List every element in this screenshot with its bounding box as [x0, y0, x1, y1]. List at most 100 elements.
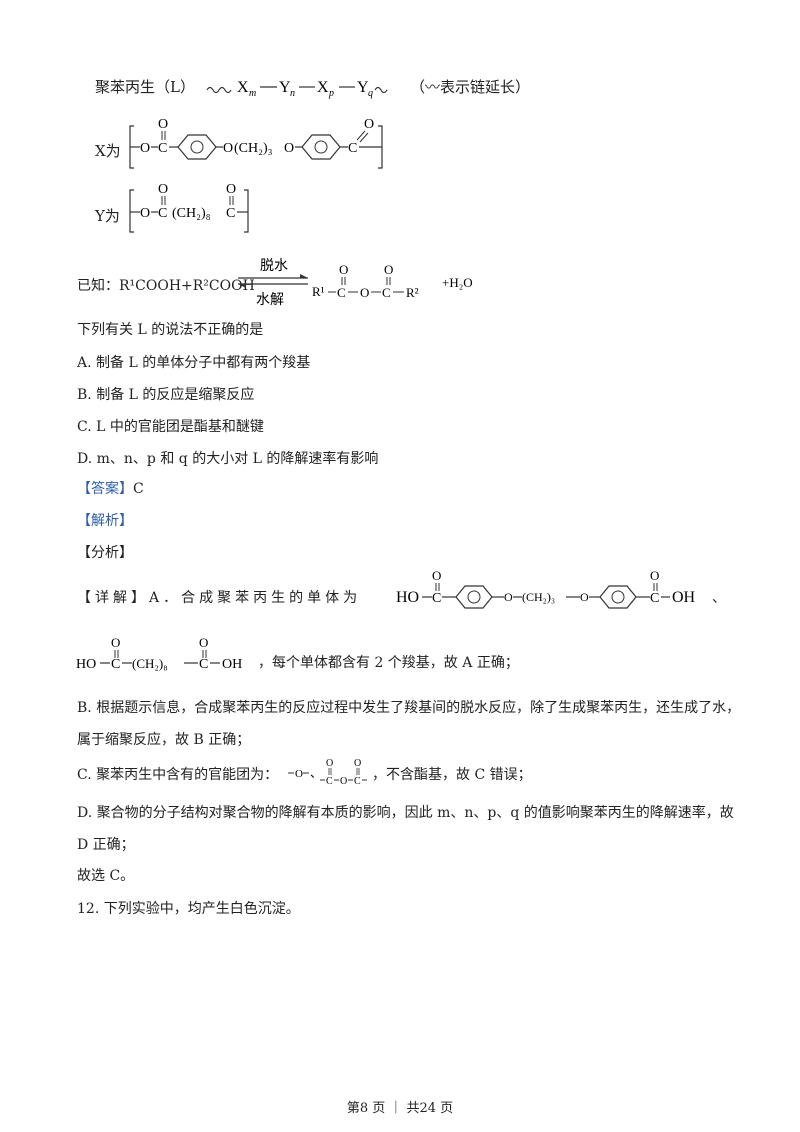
- benzene-ring: [177, 134, 217, 160]
- x-unit-2: X: [317, 79, 329, 96]
- c-atom-2: C: [348, 141, 357, 156]
- oh-group: OH: [672, 589, 696, 606]
- bracket-right: [378, 125, 383, 169]
- benzene-ring-2: [599, 585, 637, 609]
- detail-a-prefix: 【详解】A．合成聚苯丙生的单体为: [77, 590, 362, 606]
- x-label: X为: [95, 142, 121, 160]
- ho-group: HO: [396, 589, 419, 606]
- y-label: Y为: [95, 207, 120, 225]
- c-atom: C: [158, 206, 167, 221]
- known-prefix: 已知：: [77, 278, 119, 294]
- y-unit-2: Y: [357, 79, 369, 96]
- o-carbonyl: O: [432, 570, 441, 583]
- bracket-right: [244, 189, 249, 233]
- option-d: D. m、n、p 和 q 的大小对 L 的降解速率有影响: [77, 451, 379, 467]
- option-c: C. L 中的官能团是酯基和醚键: [77, 419, 264, 435]
- benzene-ring-2: [301, 134, 341, 160]
- reaction-scheme: 脱水 水解 R¹ C O O C O R² +H₂O: [238, 258, 473, 308]
- monomer-1-structure: HO C O O (CH₂)₃ O C O OH: [396, 570, 696, 609]
- sub-p: p: [328, 88, 334, 99]
- detail-a-tail: 、: [712, 590, 726, 606]
- backward-condition: 水解: [256, 292, 284, 308]
- water: +H₂O: [442, 275, 473, 290]
- fenxi-tag: 【分析】: [77, 545, 133, 561]
- detail-d-line2: D 正确；: [77, 837, 135, 853]
- o-carbonyl: O: [158, 117, 168, 132]
- r2-group: R²: [406, 285, 419, 300]
- o-carbonyl-2: O: [650, 570, 659, 583]
- c-atom-2: C: [382, 285, 391, 300]
- o-carbonyl-2: O: [354, 758, 361, 769]
- o-carbonyl: O: [326, 758, 333, 769]
- polymer-header: 聚苯丙生（L）: [95, 76, 195, 97]
- ch2-3-group: (CH₂)₃: [522, 590, 555, 604]
- known-line: 已知：R¹COOH+R²COOH: [77, 276, 255, 296]
- o-atom: O: [140, 141, 150, 156]
- detail-a-line2: ，每个单体都含有 2 个羧基，故 A 正确；: [258, 655, 519, 671]
- ch2-8-group: (CH₂)₈: [172, 206, 211, 221]
- monomer-2-structure: HO C O (CH₂)₈ C O OH: [76, 636, 242, 672]
- polymer-chain-formula: X m Y n X p Y q: [206, 79, 388, 99]
- ether-o: O: [504, 590, 513, 604]
- benzene-ring: [455, 585, 493, 609]
- wavy-bond-left: [206, 86, 232, 94]
- detail-c-prefix: C. 聚苯丙生中含有的官能团为：: [77, 767, 279, 783]
- answer-tag: 【答案】: [77, 481, 133, 497]
- oh-group: OH: [222, 657, 242, 672]
- ch2-8-group: (CH₂)₈: [132, 656, 168, 671]
- sub-m: m: [249, 88, 256, 99]
- r1-group: R¹: [312, 284, 325, 299]
- chain-note: （〰表示链延长）: [410, 78, 531, 96]
- y-structure: O C O (CH₂)₈ C O: [129, 182, 249, 233]
- page-footer: 第8 页 ｜ 共24 页: [346, 1101, 454, 1116]
- conclusion: 故选 C。: [77, 868, 135, 884]
- svg-text:、: 、: [310, 766, 322, 780]
- sub-q: q: [368, 88, 373, 99]
- sub-n: n: [290, 88, 295, 99]
- option-b: B. 制备 L 的反应是缩聚反应: [77, 387, 255, 403]
- c-atom: C: [432, 591, 441, 606]
- ether-o: O: [223, 141, 233, 156]
- c-atom: C: [326, 776, 333, 787]
- answer-line: 【答案】C: [77, 479, 144, 499]
- o-carbonyl-2: O: [384, 262, 393, 277]
- detail-d-line1: D. 聚合物的分子结构对聚合物的降解有本质的影响，因此 m、n、p、q 的值影响…: [77, 805, 734, 821]
- answer-value: C: [133, 481, 144, 497]
- x-unit: X: [237, 79, 249, 96]
- o-atom: O: [140, 206, 150, 221]
- detail-b-line1: B. 根据题示信息，合成聚苯丙生的反应过程中发生了羧基间的脱水反应，除了生成聚苯…: [77, 700, 741, 716]
- wavy-bond-right: [374, 86, 388, 94]
- c-atom-2: C: [226, 206, 235, 221]
- c-atom: C: [158, 141, 167, 156]
- detail-b-line2: 属于缩聚反应，故 B 正确；: [77, 732, 251, 748]
- o-carbonyl-2: O: [364, 117, 374, 132]
- ho-group: HO: [76, 657, 96, 672]
- o-atom: O: [360, 285, 369, 300]
- reactants: R¹COOH+R²COOH: [119, 278, 255, 294]
- option-a: A. 制备 L 的单体分子中都有两个羧基: [77, 355, 311, 371]
- ch2-3-group: (CH₂)₃: [234, 141, 273, 156]
- o-carbonyl-2: O: [199, 636, 208, 650]
- y-unit: Y: [279, 79, 291, 96]
- polymer-name: 聚苯丙生（L）: [95, 78, 195, 96]
- c-atom-2: C: [354, 776, 361, 787]
- functional-groups: O 、 C O O C O: [288, 758, 367, 787]
- c-atom-2: C: [650, 591, 659, 606]
- o-carbonyl: O: [339, 262, 348, 277]
- question-stem: 下列有关 L 的说法不正确的是: [77, 322, 264, 338]
- bracket-left: [129, 189, 134, 233]
- x-structure: O C O O (CH₂)₃ O C O: [129, 117, 383, 169]
- o-carbonyl: O: [111, 636, 120, 650]
- analysis-tag: 【解析】: [77, 513, 133, 529]
- o-carbonyl-2: O: [226, 182, 236, 197]
- ether-o-2: O: [284, 141, 294, 156]
- c-atom: C: [337, 285, 346, 300]
- o-carbonyl: O: [158, 182, 168, 197]
- next-question: 12. 下列实验中，均产生白色沉淀。: [77, 901, 300, 917]
- c-atom-2: C: [199, 657, 208, 672]
- c-atom: C: [111, 657, 120, 672]
- ether-o-2: O: [580, 590, 589, 604]
- ether-o: O: [295, 768, 303, 780]
- forward-condition: 脱水: [260, 258, 288, 274]
- o-atom: O: [340, 776, 347, 787]
